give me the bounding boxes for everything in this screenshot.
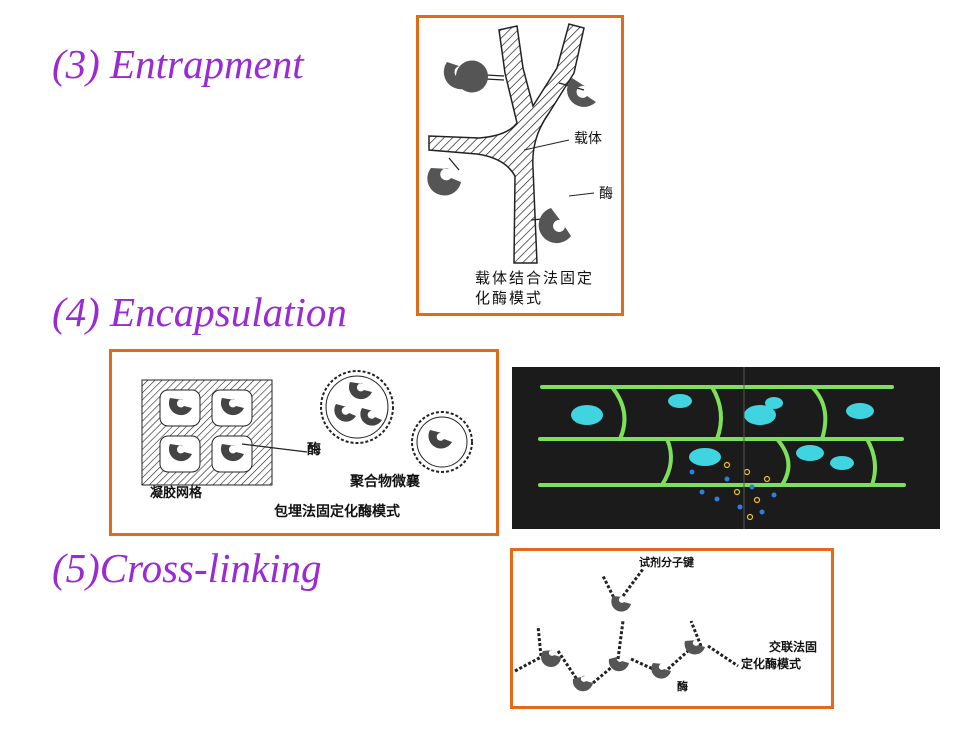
label-enzyme: 酶 <box>599 186 613 202</box>
gel-lattice <box>142 380 272 485</box>
caption-line-1: 载体结合法固定 <box>475 270 594 287</box>
heading-encapsulation: (4) Encapsulation <box>52 292 347 333</box>
label-reagent-bond: 试剂分子键 <box>639 557 694 570</box>
encapsulation-diagram: 酶 凝胶网格 聚合物微襄 包埋法固定化酶模式 <box>109 349 499 536</box>
enzyme-shape <box>567 78 596 107</box>
caption-line-2: 定化酶模式 <box>741 658 801 672</box>
caption-line-1: 交联法固 <box>769 641 817 655</box>
heading-entrapment: (3) Entrapment <box>52 44 304 85</box>
label-gel-lattice: 凝胶网格 <box>150 487 202 502</box>
caption-line-2: 化酶模式 <box>475 290 543 307</box>
label-carrier: 载体 <box>574 131 602 147</box>
enzyme-shape <box>539 208 571 243</box>
label-microcapsule: 聚合物微襄 <box>350 474 420 490</box>
caption-encapsulation: 包埋法固定化酶模式 <box>274 504 400 520</box>
cross-linking-illustration <box>513 551 831 706</box>
photo-illustration <box>512 367 940 529</box>
enzyme-shape <box>427 168 461 196</box>
carrier-binding-diagram: 载体 酶 载体结合法固定 化酶模式 <box>416 15 624 316</box>
label-enzyme: 酶 <box>307 442 321 458</box>
encapsulation-photo <box>512 367 940 529</box>
label-enzyme: 酶 <box>677 681 688 694</box>
cross-linking-diagram: 试剂分子键 酶 交联法固 定化酶模式 <box>510 548 834 709</box>
carrier-branch <box>429 24 584 263</box>
heading-cross-linking: (5)Cross-linking <box>52 548 322 589</box>
